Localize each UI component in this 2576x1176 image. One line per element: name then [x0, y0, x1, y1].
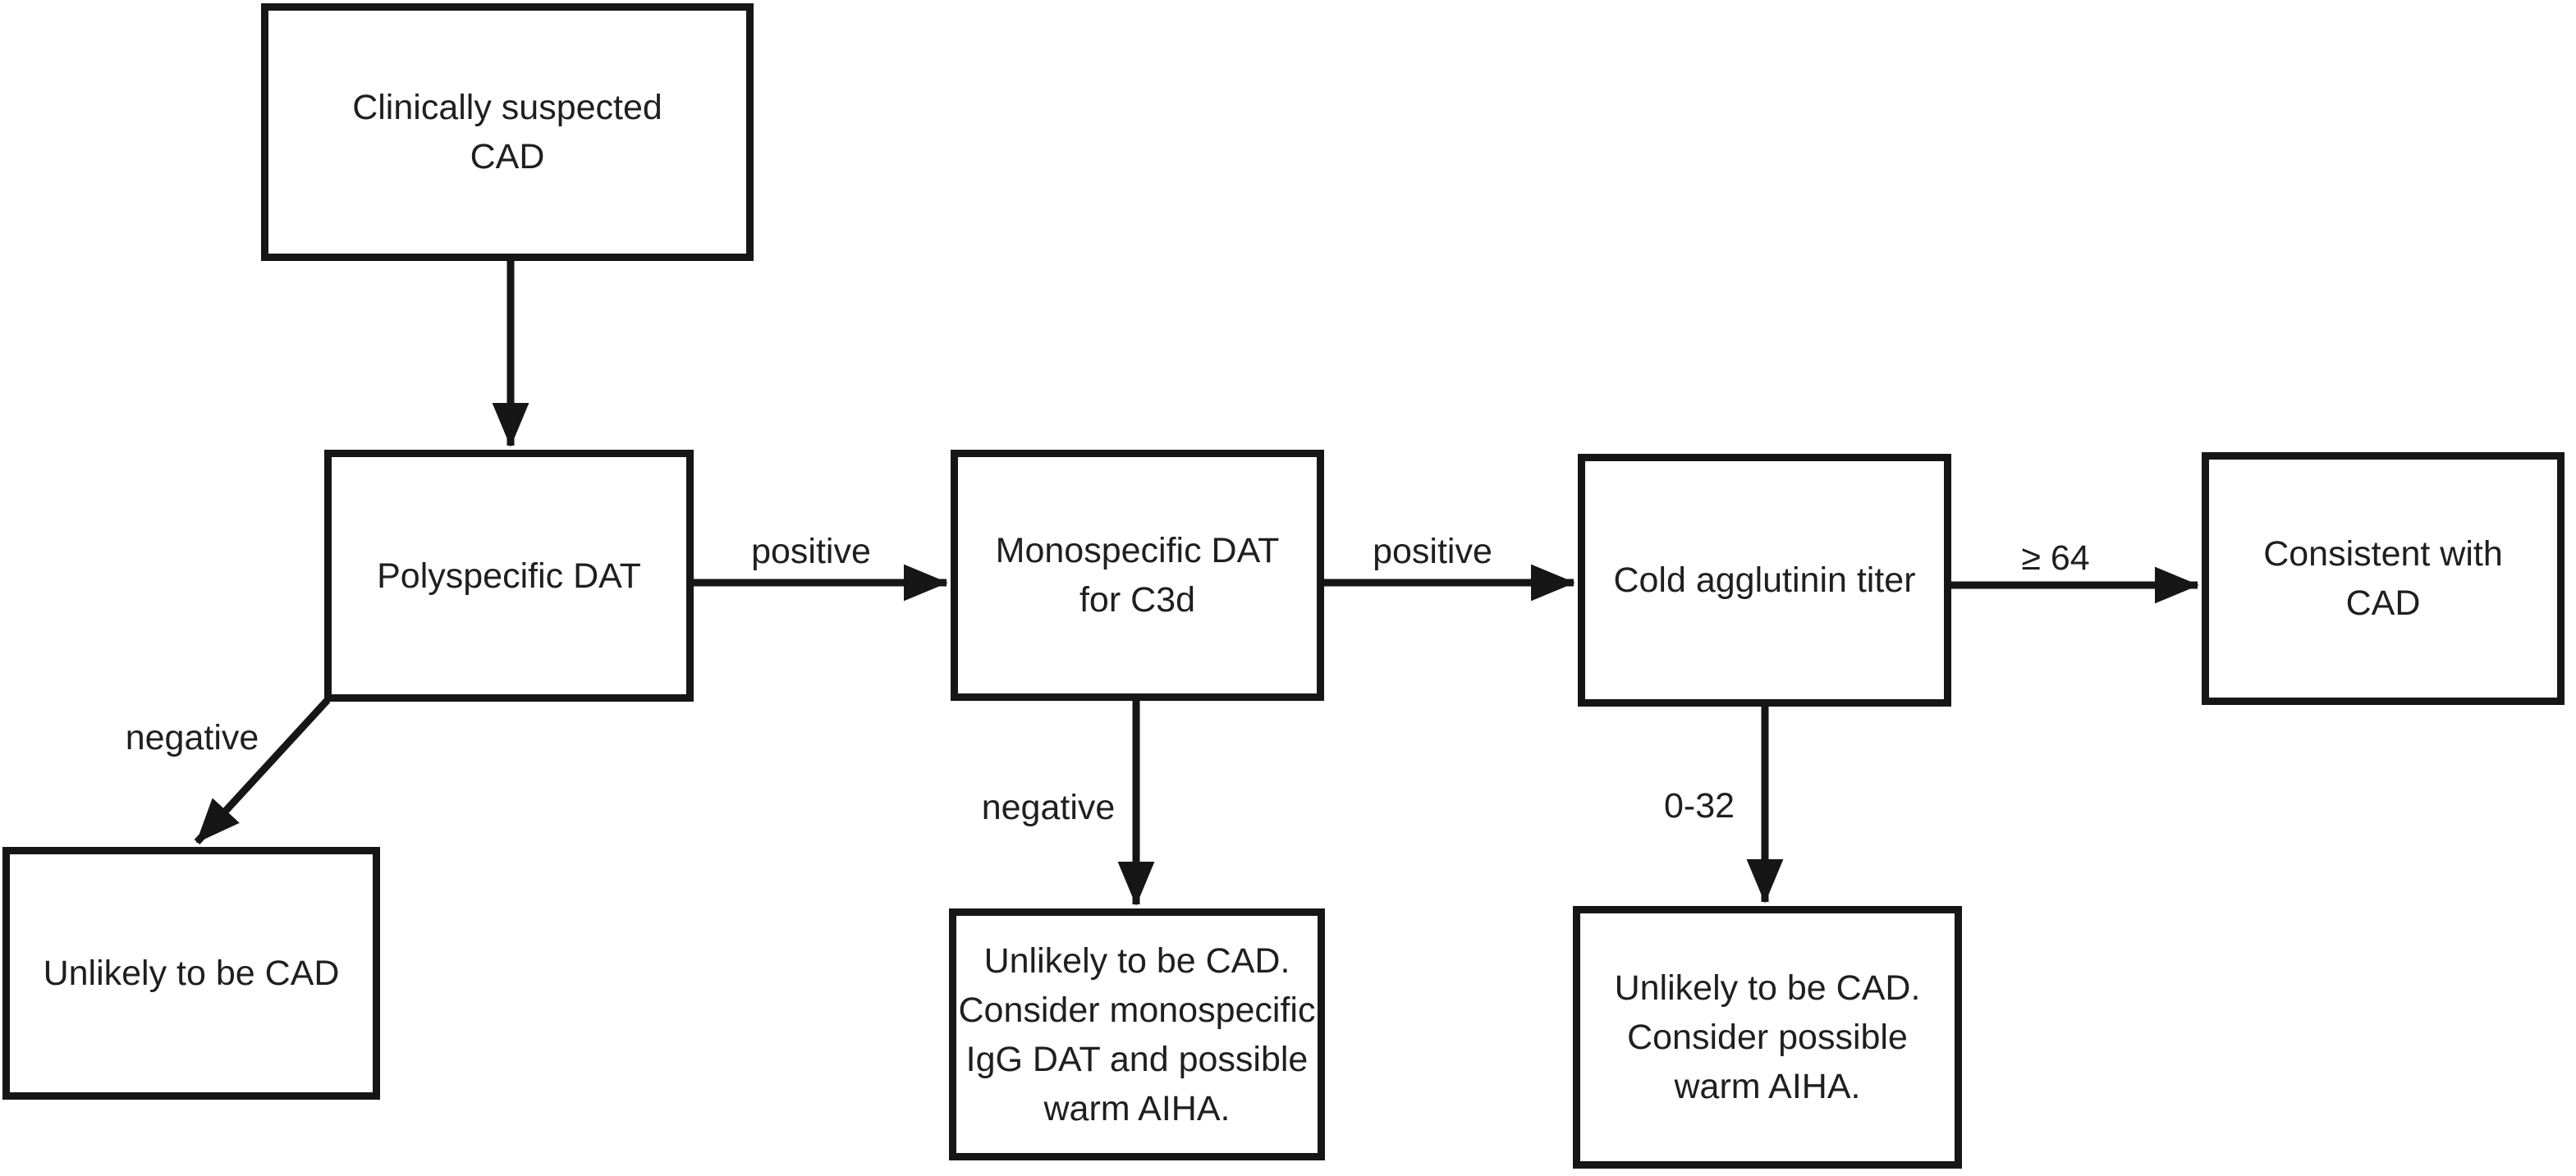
node-clinically-suspected-cad: Clinically suspected CAD	[261, 3, 754, 261]
edge-label-titer-high: ≥ 64	[2021, 538, 2090, 578]
node-unlikely-consider-monospecific-igg: Unlikely to be CAD. Consider monospecifi…	[949, 908, 1325, 1160]
edge-label-polyspecific-negative: negative	[125, 718, 259, 757]
node-unlikely-consider-warm-aiha: Unlikely to be CAD. Consider possible wa…	[1573, 906, 1962, 1169]
edge-label-titer-low: 0-32	[1663, 786, 1735, 826]
node-monospecific-dat-c3d: Monospecific DAT for C3d	[951, 450, 1324, 701]
edge-label-monospecific-negative: negative	[981, 788, 1116, 827]
edge-label-polyspecific-positive: positive	[751, 532, 871, 571]
node-cold-agglutinin-titer: Cold agglutinin titer	[1578, 454, 1951, 707]
edge-label-monospecific-positive: positive	[1373, 532, 1492, 571]
node-unlikely-to-be-cad: Unlikely to be CAD	[2, 847, 380, 1100]
node-consistent-with-cad: Consistent with CAD	[2202, 452, 2565, 705]
node-polyspecific-dat: Polyspecific DAT	[324, 450, 694, 702]
